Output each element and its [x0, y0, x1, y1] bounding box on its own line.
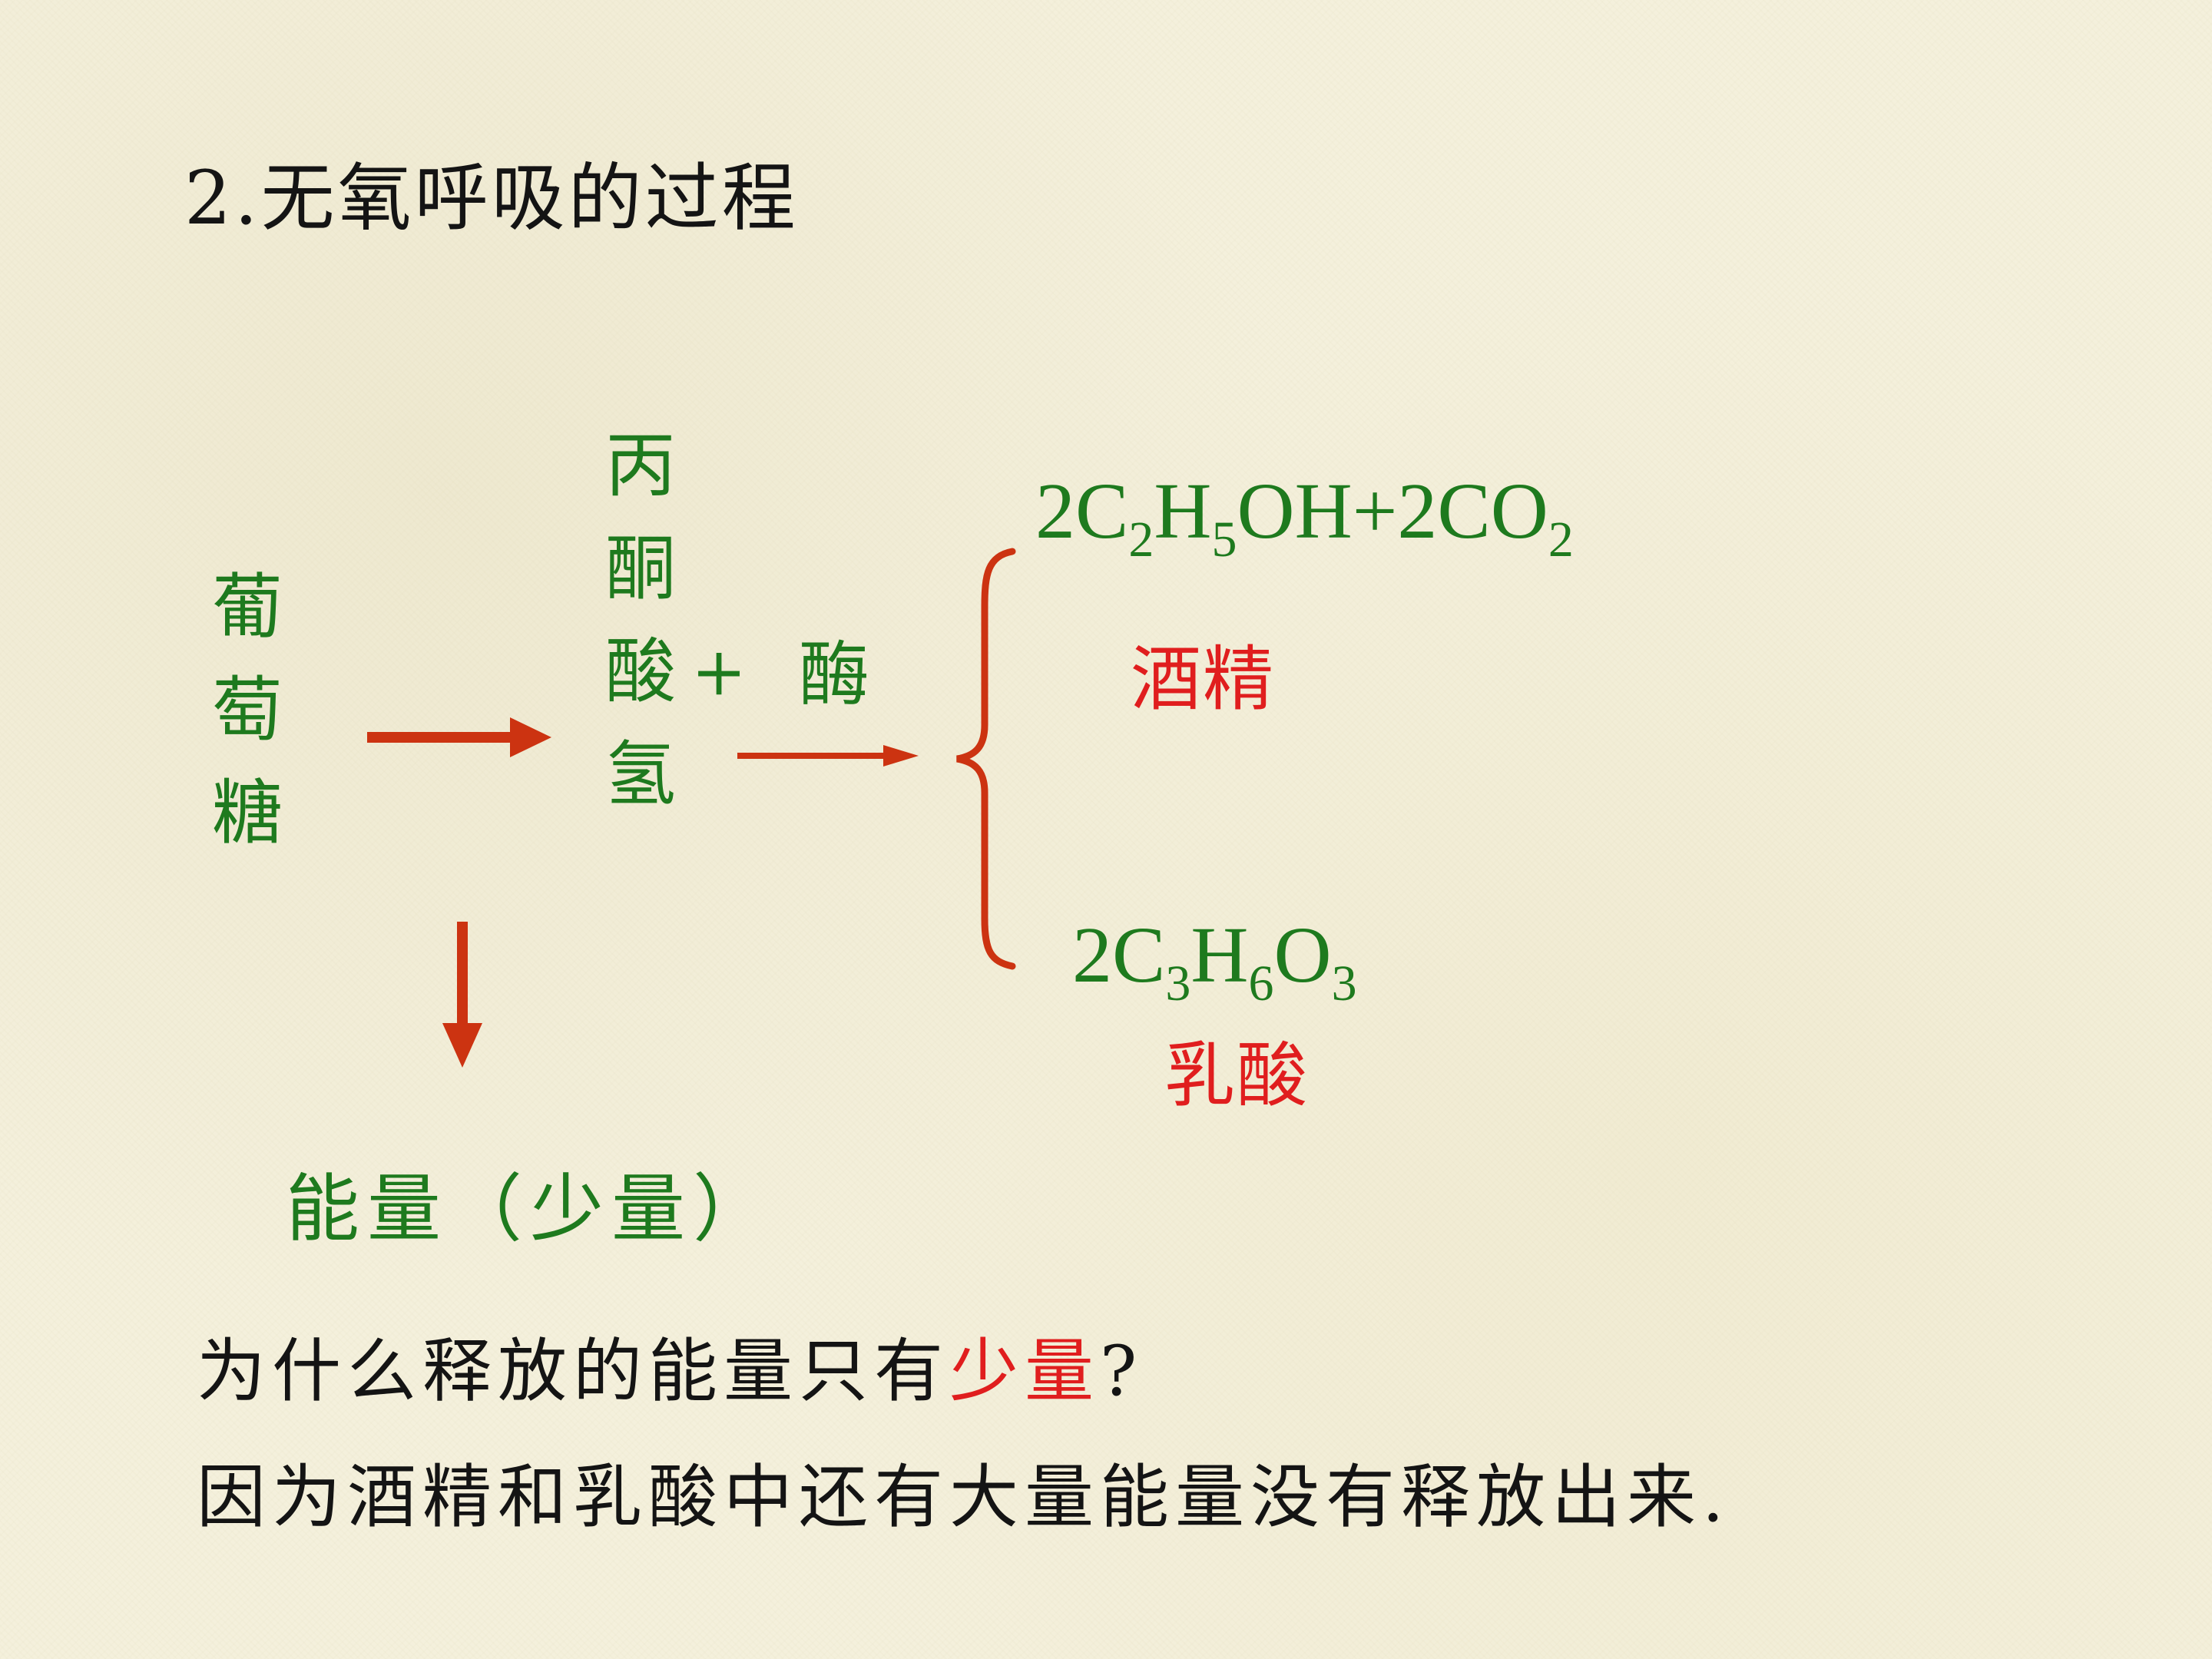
- pyruvate-char-1: 丙: [604, 425, 676, 507]
- pyruvate-char-4: 氢: [604, 733, 676, 816]
- lactic-formula-part2: H: [1190, 911, 1249, 999]
- ethanol-formula-sub3: 2: [1548, 512, 1574, 568]
- pyruvate-line-3: 酸 +: [594, 621, 747, 724]
- ethanol-label: 酒精: [1131, 638, 1276, 720]
- ethanol-formula-part3: OH+2CO: [1237, 467, 1548, 555]
- lactic-formula-sub3: 3: [1331, 955, 1357, 1012]
- glucose-char-2: 萄: [211, 669, 283, 751]
- arrow-pyruvate-to-products: [737, 745, 919, 767]
- slide-title: 2.无氧呼吸的过程: [184, 155, 799, 241]
- pyruvate-label: 丙 酮 酸 + 氢: [594, 415, 747, 826]
- ethanol-formula-part1: 2C: [1035, 467, 1129, 555]
- ethanol-formula-sub1: 2: [1128, 512, 1154, 568]
- question-highlight: 少量: [949, 1331, 1100, 1412]
- lactic-formula-part3: O: [1273, 911, 1332, 999]
- glucose-label: 葡 萄 糖: [201, 556, 293, 865]
- question-part1: 为什么释放的能量只有: [197, 1331, 949, 1412]
- question-mark: ?: [1100, 1331, 1144, 1412]
- plus-sign: +: [691, 634, 747, 710]
- glucose-char-1: 葡: [211, 566, 283, 648]
- arrow-glucose-to-pyruvate: [367, 717, 551, 757]
- ethanol-formula-sub2: 5: [1211, 512, 1237, 568]
- pyruvate-char-2: 酮: [604, 528, 676, 610]
- energy-label: 能量（少量）: [286, 1166, 774, 1252]
- branch-brace: [956, 548, 1016, 970]
- lactic-acid-label: 乳酸: [1164, 1035, 1310, 1117]
- nadh-label: 酶: [799, 634, 870, 716]
- lactic-formula-sub1: 3: [1165, 955, 1191, 1012]
- ethanol-formula-part2: H: [1154, 467, 1212, 555]
- ethanol-formula: 2C2H5OH+2CO2: [1035, 465, 1574, 565]
- arrow-down-to-energy: [442, 922, 482, 1068]
- answer-text: 因为酒精和乳酸中还有大量能量没有释放出来.: [197, 1457, 1730, 1538]
- question-text: 为什么释放的能量只有少量?: [197, 1315, 1143, 1415]
- lactic-acid-formula: 2C3H6O3: [1072, 909, 1357, 1009]
- pyruvate-char-3: 酸: [604, 631, 676, 713]
- glucose-char-3: 糖: [211, 772, 283, 854]
- lactic-formula-part1: 2C: [1072, 911, 1166, 999]
- lactic-formula-sub2: 6: [1248, 955, 1274, 1012]
